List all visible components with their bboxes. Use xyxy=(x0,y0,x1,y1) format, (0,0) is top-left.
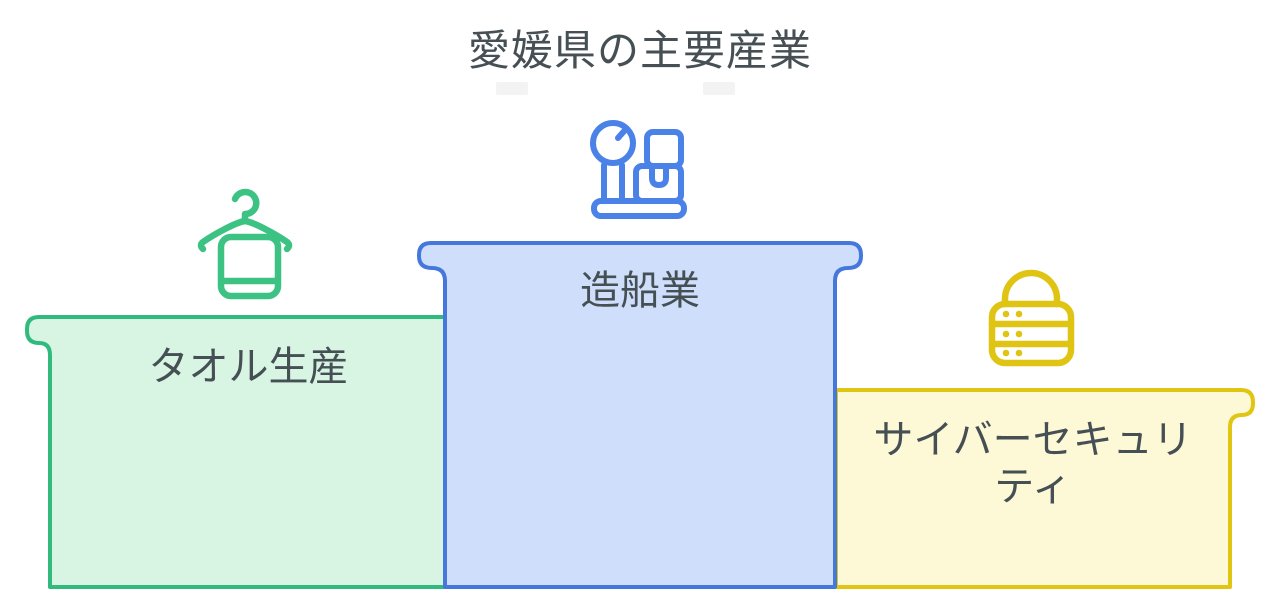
faint-smudge-left xyxy=(496,82,528,95)
podium-cyber-shape xyxy=(834,388,1255,589)
server-lock-icon xyxy=(988,269,1075,367)
hanger-arm-right xyxy=(241,217,293,253)
hanger-arm-left xyxy=(197,217,249,253)
podium-label-cybersecurity: サイバーセキュリティ xyxy=(873,418,1193,509)
weighing-scale-icon xyxy=(590,120,687,219)
cargo-box-slot xyxy=(649,163,669,188)
cargo-box-small xyxy=(644,129,684,169)
towel-body xyxy=(217,233,282,300)
scale-dial xyxy=(590,120,636,166)
towel-on-hanger-icon xyxy=(197,188,293,300)
scale-needle xyxy=(615,126,629,141)
podium-label-towel: タオル生産 xyxy=(148,345,349,389)
hanger-hook xyxy=(231,188,260,225)
podium-ship-shape xyxy=(417,241,863,589)
server-leds xyxy=(1002,310,1023,357)
scale-column xyxy=(601,162,625,204)
lock-shackle xyxy=(1001,269,1061,308)
faint-smudge-right xyxy=(703,82,735,95)
diagram-title: 愛媛県の主要産業 xyxy=(467,27,812,74)
podium-towel-shape xyxy=(25,315,449,589)
podium-label-shipbuilding: 造船業 xyxy=(580,269,700,313)
lock-server-body xyxy=(988,300,1075,367)
